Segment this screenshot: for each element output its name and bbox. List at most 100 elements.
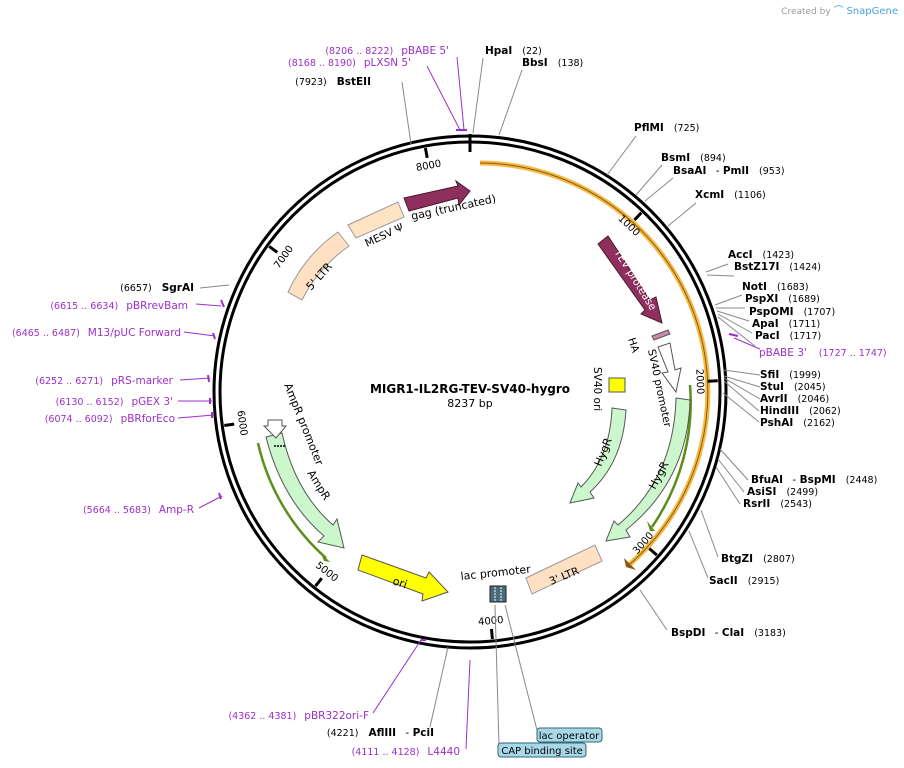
primer-pbrrevbam[interactable]: (6615 .. 6634)pBRrevBam [50,300,188,312]
primer-pbr322ori-f[interactable]: (4362 .. 4381)pBR322ori-F [228,710,369,722]
svg-text:PshAI(2162): PshAI(2162) [760,417,835,429]
svg-text:(6465 .. 6487)M13/pUC Forward: (6465 .. 6487)M13/pUC Forward [12,327,181,339]
orf-arc-ampr [256,442,327,559]
svg-text:(6130 .. 6152)pGEX 3': (6130 .. 6152)pGEX 3' [56,396,173,408]
label-sv40-ori: SV40 ori [591,367,603,411]
ruler-tick [489,628,494,640]
primer-pbabe5[interactable]: (8206 .. 8222)pBABE 5' [325,45,449,57]
enzyme-pspomi[interactable]: PspOMI(1707) [749,306,835,318]
feature-ori[interactable] [357,554,449,602]
label-ori: ori [391,574,409,591]
enzyme-bsaai-pmli[interactable]: BsaAI - PmlI(953) [673,165,785,177]
feature-3ltr[interactable] [525,544,603,595]
enzyme-asisi[interactable]: AsiSI(2499) [747,486,818,498]
feature-sv40-promoter[interactable] [657,342,682,394]
feature-ampr-promoter[interactable] [262,419,288,447]
enzyme-acci[interactable]: AccI(1423) [728,249,794,261]
enzyme-apai[interactable]: ApaI(1711) [752,318,820,330]
svg-text:RsrII(2543): RsrII(2543) [743,498,812,510]
feature-tev[interactable] [597,235,663,324]
svg-text:lac operator: lac operator [539,731,600,742]
feature-ha[interactable] [651,329,671,341]
enzyme-bsmi[interactable]: BsmI(894) [661,152,726,164]
enzyme-sfii[interactable]: SfiI(1999) [760,369,821,381]
enzyme-labels: HpaI(22) BbsI(138) PflMI(725) BsmI(894) … [120,45,877,739]
orf-arc-hygr [650,384,692,528]
svg-text:ApaI(1711): ApaI(1711) [752,318,820,330]
svg-text:SfiI(1999): SfiI(1999) [760,369,821,381]
enzyme-sgrai[interactable]: (6657)SgrAI [120,282,194,294]
enzyme-bbsi[interactable]: BbsI(138) [522,57,583,69]
svg-text:BstZ17I(1424): BstZ17I(1424) [734,261,821,273]
ruler-tick-label: 6000 [234,410,248,437]
enzyme-avrii[interactable]: AvrII(2046) [760,393,829,405]
primer-m13-puc-forward[interactable]: (6465 .. 6487)M13/pUC Forward [12,327,181,339]
feature-hygr-inner[interactable] [569,407,627,504]
enzyme-pspxi[interactable]: PspXI(1689) [745,293,820,305]
feature-gag[interactable] [403,179,471,212]
enzyme-hindiii[interactable]: HindIII(2062) [760,405,841,417]
orf-arcs [256,160,711,570]
credit-prefix: Created by [781,7,831,17]
enzyme-xcmi[interactable]: XcmI(1106) [695,189,766,201]
enzyme-bstz17i[interactable]: BstZ17I(1424) [734,261,821,273]
credit-brand: SnapGene [846,6,898,17]
enzyme-bfuai-bspmi[interactable]: BfuAI - BspMI(2448) [751,474,877,486]
snapgene-logo-icon: ⌒ [833,6,844,17]
svg-text:(6657)SgrAI: (6657)SgrAI [120,282,194,294]
enzyme-pflmi[interactable]: PflMI(725) [634,122,699,134]
enzyme-noti[interactable]: NotI(1683) [742,281,809,293]
primer-pbabe3[interactable]: pBABE 3'(1727 .. 1747) [759,347,887,359]
primer-prs-marker[interactable]: (6252 .. 6271)pRS-marker [35,375,173,387]
svg-text:XcmI(1106): XcmI(1106) [695,189,766,201]
svg-text:AsiSI(2499): AsiSI(2499) [747,486,818,498]
label-lac-promoter: lac promoter [460,563,532,583]
ruler-tick-label: 4000 [478,615,504,628]
svg-text:(5664 .. 5683)Amp-R: (5664 .. 5683)Amp-R [83,504,194,516]
svg-text:BbsI(138): BbsI(138) [522,57,583,69]
enzyme-bsteii[interactable]: (7923)BstEII [295,76,371,88]
svg-text:BtgZI(2807): BtgZI(2807) [721,553,795,565]
backbone [212,134,728,650]
enzyme-btgzi[interactable]: BtgZI(2807) [721,553,795,565]
primer-l4440[interactable]: (4111 .. 4128)L4440 [352,746,460,758]
primer-plxsn5[interactable]: (8168 .. 8190)pLXSN 5' [288,57,411,69]
feature-5ltr[interactable] [287,231,350,301]
ruler-tick [268,245,279,254]
boxed-cap-binding-site[interactable]: CAP binding site [497,742,587,758]
svg-text:BsaAI - PmlI(953): BsaAI - PmlI(953) [673,165,785,177]
enzyme-sacii[interactable]: SacII(2915) [709,575,779,587]
label-ha: HA [625,336,641,355]
primer-amp-r[interactable]: (5664 .. 5683)Amp-R [83,504,194,516]
svg-text:AccI(1423): AccI(1423) [728,249,794,261]
svg-text:HindIII(2062): HindIII(2062) [760,405,841,417]
ruler-tick [423,147,429,159]
enzyme-bspdi-clai[interactable]: BspDI - ClaI(3183) [671,627,786,639]
feature-sv40-ori[interactable] [608,377,626,393]
feature-hygr-outer[interactable] [605,397,691,542]
feature-ampr[interactable] [265,432,345,549]
ruler-tick [314,577,323,587]
enzyme-afliii-pcii[interactable]: (4221)AflIII - PciI [327,727,434,739]
label-tev: TEV protease [611,246,659,312]
feature-mesv[interactable] [347,201,405,239]
svg-text:AvrII(2046): AvrII(2046) [760,393,829,405]
svg-text:(4221)AflIII - PciI: (4221)AflIII - PciI [327,727,434,739]
svg-text:HpaI(22): HpaI(22) [485,45,542,57]
enzyme-pshai[interactable]: PshAI(2162) [760,417,835,429]
primer-pbrforeco[interactable]: (6074 .. 6092)pBRforEco [45,413,175,425]
ruler-tick-label: 8000 [415,159,442,174]
feature-lac-promoter[interactable] [489,585,507,603]
svg-text:(6074 .. 6092)pBRforEco: (6074 .. 6092)pBRforEco [45,413,175,425]
boxed-lac-operator[interactable]: lac operator [536,727,603,743]
ruler-tick [633,211,643,221]
svg-text:BspDI - ClaI(3183): BspDI - ClaI(3183) [671,627,786,639]
plasmid-size: 8237 bp [447,397,492,410]
primer-pgex3[interactable]: (6130 .. 6152)pGEX 3' [56,396,173,408]
enzyme-paci[interactable]: PacI(1717) [755,330,821,342]
enzyme-rsrii[interactable]: RsrII(2543) [743,498,812,510]
orf-arrowhead [624,558,636,570]
svg-text:(4362 .. 4381)pBR322ori-F: (4362 .. 4381)pBR322ori-F [228,710,369,722]
enzyme-stui[interactable]: StuI(2045) [760,381,826,393]
enzyme-hpai[interactable]: HpaI(22) [485,45,542,57]
